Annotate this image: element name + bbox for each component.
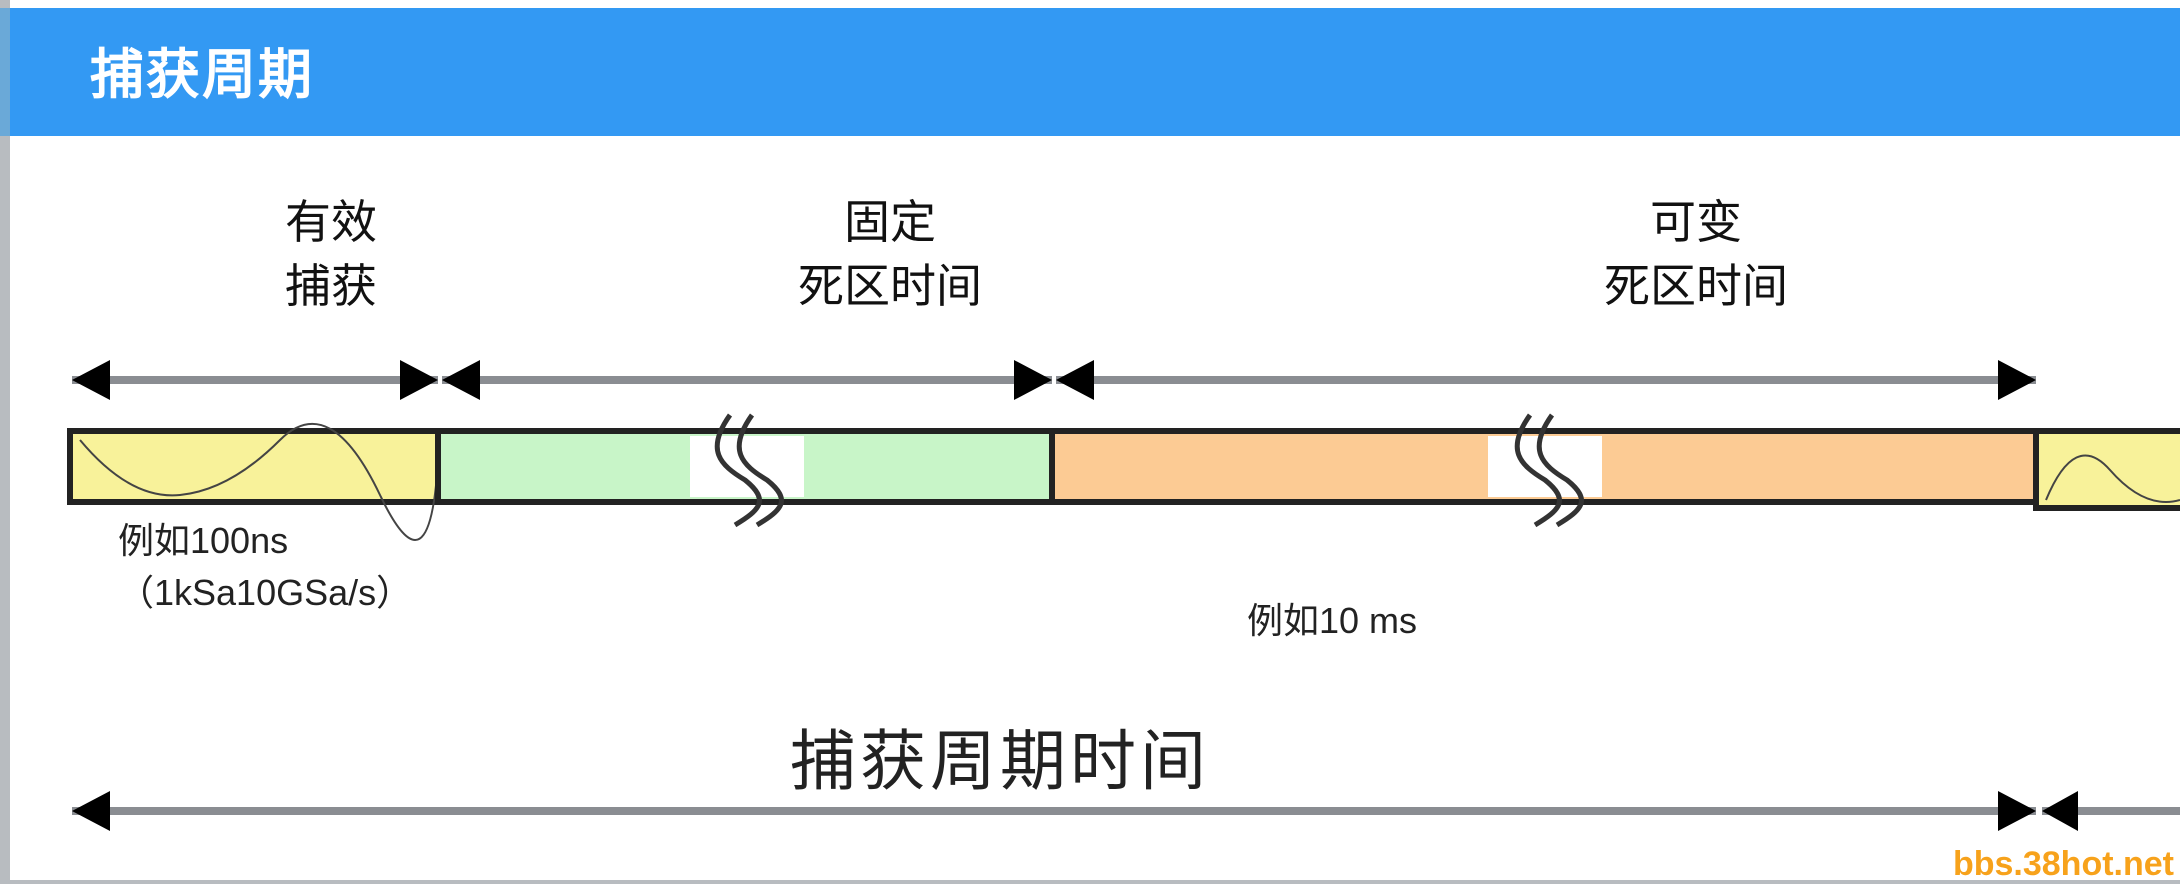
variable-example-note: 例如10 ms	[1247, 600, 1418, 641]
capture-cycle-time-label: 捕获周期时间	[790, 723, 1210, 800]
segment-effective-capture	[67, 428, 441, 505]
segment-label-variable-dead-time: 可变死区时间	[1604, 195, 1788, 313]
segment-label-fixed-dead-time: 固定死区时间	[798, 195, 982, 313]
segment-next-capture	[2033, 428, 2180, 511]
sine-wave-icon	[2045, 454, 2180, 503]
watermark: bbs.38hot.net	[1952, 845, 2174, 883]
capture-range-note: （1kSa10GSa/s）	[118, 572, 413, 613]
break-mark-icon	[714, 413, 784, 528]
title-bar: 捕获周期	[0, 8, 2180, 136]
arrow-variable-dead-time	[1056, 360, 2036, 400]
break-gap	[1488, 436, 1602, 497]
break-mark-icon	[1514, 413, 1584, 528]
arrow-capture-cycle-time	[72, 791, 2036, 831]
arrow-effective-capture	[72, 360, 438, 400]
page-title: 捕获周期	[90, 43, 314, 106]
arrow-next-cycle	[2042, 791, 2180, 831]
segment-label-effective-capture: 有效捕获	[285, 195, 377, 313]
capture-example-note: 例如100ns	[118, 520, 289, 561]
arrow-fixed-dead-time	[442, 360, 1052, 400]
sine-wave-icon	[79, 422, 439, 541]
